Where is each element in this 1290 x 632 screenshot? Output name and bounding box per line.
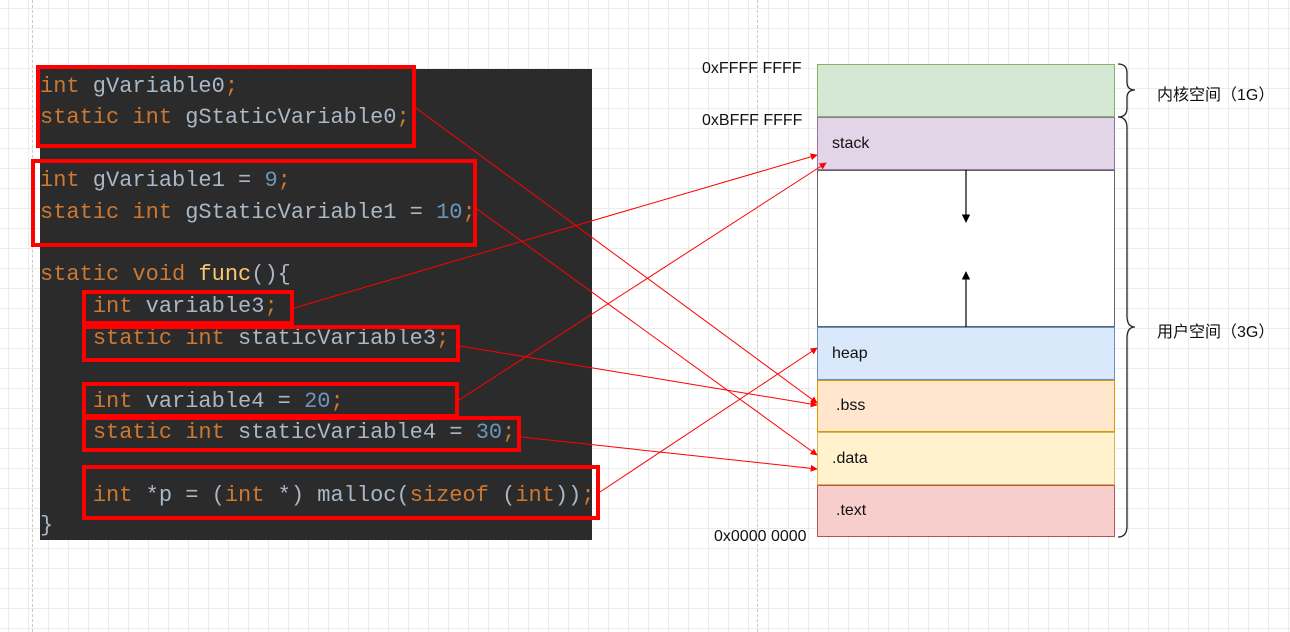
code-token: )) xyxy=(554,483,582,508)
code-token: variable4 = xyxy=(132,389,305,414)
code-token: gVariable1 = xyxy=(79,168,265,193)
segment-data: .data xyxy=(817,432,1115,485)
code-token: static xyxy=(92,420,173,445)
code-token: int xyxy=(40,74,80,99)
code-token: int xyxy=(185,326,225,351)
highlight-local-variable3 xyxy=(82,290,294,325)
code-token: *) malloc( xyxy=(264,483,410,508)
code-line: int variable3; xyxy=(40,292,278,322)
code-token: int xyxy=(132,200,173,225)
code-token: void xyxy=(132,262,186,287)
segment-text: .text xyxy=(817,485,1115,537)
code-line: int gVariable0; xyxy=(40,72,238,102)
code-token: int xyxy=(515,483,555,508)
highlight-local-variable4 xyxy=(82,382,459,418)
code-token: ( xyxy=(488,483,516,508)
code-token: staticVariable3 xyxy=(224,326,437,351)
code-line: int *p = (int *) malloc(sizeof (int)); xyxy=(40,481,595,511)
code-token: int xyxy=(185,420,225,445)
code-token: int xyxy=(92,483,133,508)
code-token: staticVariable4 = xyxy=(224,420,476,445)
segment-stack: stack xyxy=(817,117,1115,170)
code-token: ; xyxy=(224,74,239,99)
code-token: int xyxy=(40,168,80,193)
code-token: ; xyxy=(581,483,595,508)
code-token: int xyxy=(92,294,133,319)
code-token: ; xyxy=(264,294,278,319)
code-token: *p = ( xyxy=(132,483,225,508)
code-token: static xyxy=(40,105,120,130)
highlight-malloc-pointer xyxy=(82,465,600,520)
code-line: int gVariable1 = 9; xyxy=(40,166,291,196)
code-token: } xyxy=(40,513,54,538)
kernel-space-brace xyxy=(1117,63,1136,118)
highlight-global-vars-init xyxy=(31,159,477,247)
address-top: 0xFFFF FFFF xyxy=(702,60,802,77)
code-token: 9 xyxy=(264,168,278,193)
code-token: ; xyxy=(396,105,410,130)
guide-line-left xyxy=(32,0,33,632)
code-token: ; xyxy=(277,168,291,193)
code-token: static xyxy=(40,200,120,225)
segment-kernel xyxy=(817,64,1115,117)
segment-heap: heap xyxy=(817,327,1115,380)
user-space-brace xyxy=(1117,116,1136,538)
address-bottom: 0x0000 0000 xyxy=(714,528,807,545)
highlight-static-variable4 xyxy=(82,416,521,452)
code-token: static xyxy=(92,326,173,351)
address-kernel-boundary: 0xBFFF FFFF xyxy=(702,112,803,129)
code-token xyxy=(185,262,198,287)
highlight-static-variable3 xyxy=(82,325,460,362)
arrow-malloc-to-heap xyxy=(599,347,818,493)
segment-free xyxy=(817,170,1115,327)
code-line: static int gStaticVariable0; xyxy=(40,103,410,133)
code-token: (){ xyxy=(251,262,291,287)
code-token: 20 xyxy=(304,389,331,414)
code-line: static void func(){ xyxy=(40,260,291,290)
code-token: gStaticVariable0 xyxy=(172,105,397,130)
code-token xyxy=(119,262,132,287)
highlight-global-vars-uninit xyxy=(36,65,416,148)
segment-bss: .bss xyxy=(817,380,1115,432)
code-token: func xyxy=(198,262,252,287)
code-token: int xyxy=(132,105,173,130)
code-line: int variable4 = 20; xyxy=(40,387,344,417)
code-token: static xyxy=(40,262,120,287)
code-token: gVariable0 xyxy=(79,74,225,99)
code-token: variable3 xyxy=(132,294,265,319)
kernel-space-label: 内核空间（1G） xyxy=(1157,87,1275,104)
code-token: int xyxy=(92,389,133,414)
user-space-label: 用户空间（3G） xyxy=(1157,324,1275,341)
code-token: int xyxy=(224,483,265,508)
code-line: } xyxy=(40,511,53,541)
code-token: ; xyxy=(330,389,344,414)
code-token: sizeof xyxy=(409,483,489,508)
